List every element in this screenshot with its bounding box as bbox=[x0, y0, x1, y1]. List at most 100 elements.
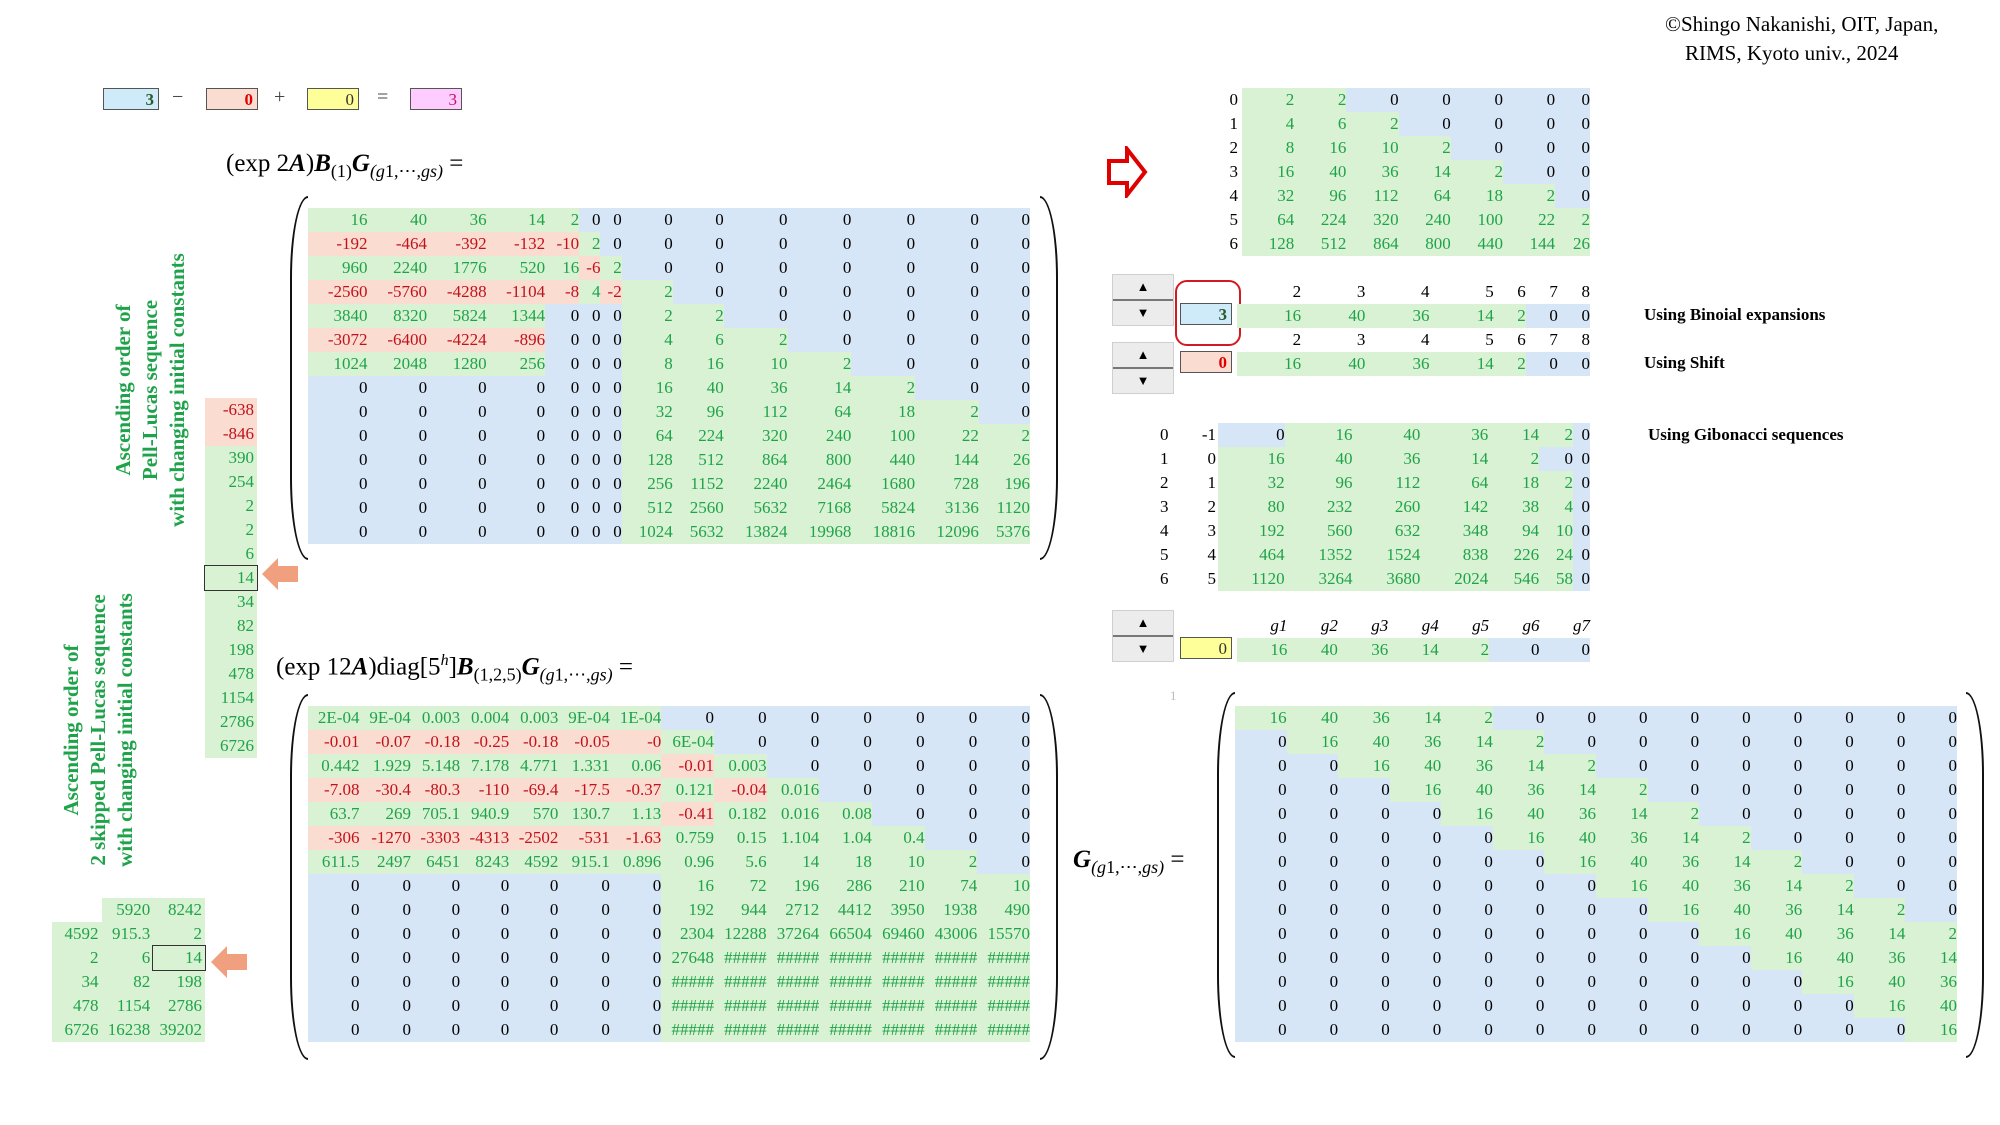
matrix-cell: 69460 bbox=[871, 922, 925, 946]
input-b-value: 0 bbox=[244, 90, 254, 109]
matrix-cell: 0 bbox=[1235, 898, 1287, 922]
matrix-cell: 0.182 bbox=[713, 802, 767, 826]
shift-input[interactable]: 0 bbox=[1180, 351, 1232, 373]
matrix-cell: 0 bbox=[915, 256, 979, 280]
column-header: 7 bbox=[1549, 282, 1558, 301]
column-header: g5 bbox=[1472, 616, 1490, 635]
matrix-cell: 0 bbox=[672, 208, 724, 232]
matrix-cell: 0 bbox=[367, 472, 428, 496]
matrix-cell: 0 bbox=[871, 706, 925, 730]
matrix-cell: ##### bbox=[871, 946, 925, 970]
matrix-cell: ##### bbox=[871, 970, 925, 994]
matrix-cell: -1104 bbox=[486, 280, 546, 304]
matrix-cell: 0 bbox=[621, 256, 673, 280]
matrix-cell: 728 bbox=[915, 472, 979, 496]
matrix-cell: ##### bbox=[924, 994, 978, 1018]
matrix-cell: 0 bbox=[1802, 1018, 1854, 1042]
table-cell: 0 bbox=[1573, 543, 1590, 567]
shift-spinner[interactable]: ▲ ▼ bbox=[1112, 342, 1174, 394]
matrix-cell: 14 bbox=[1647, 826, 1700, 850]
spinner-up-button[interactable]: ▲ bbox=[1113, 343, 1173, 367]
matrix-cell: 0 bbox=[1853, 850, 1906, 874]
matrix-cell: ##### bbox=[871, 994, 925, 1018]
matrix-cell: 2240 bbox=[367, 256, 428, 280]
matrix-cell: 0 bbox=[787, 256, 852, 280]
matrix-cell: 66504 bbox=[819, 922, 872, 946]
matrix-cell: 4592 bbox=[509, 850, 559, 874]
matrix-cell: 0 bbox=[359, 970, 411, 994]
binomial-input[interactable]: 3 bbox=[1180, 303, 1232, 325]
matrix-cell: 0 bbox=[1286, 946, 1339, 970]
table-cell: 2 bbox=[1539, 471, 1573, 495]
matrix-cell: 0 bbox=[1338, 778, 1390, 802]
table-cell: 6 bbox=[1294, 112, 1347, 136]
matrix-cell: 196 bbox=[978, 472, 1030, 496]
binomial-spinner[interactable]: ▲ ▼ bbox=[1112, 274, 1174, 326]
spinner-down-button[interactable]: ▼ bbox=[1113, 635, 1173, 661]
matrix-cell: 0 bbox=[1647, 946, 1700, 970]
matrix-cell: 0 bbox=[1235, 826, 1287, 850]
matrix-cell: -30.4 bbox=[359, 778, 411, 802]
triangle-down-icon: ▼ bbox=[1136, 373, 1150, 388]
matrix-cell: 0 bbox=[1647, 970, 1700, 994]
value-cell: 14 bbox=[1388, 638, 1439, 662]
table-cell: 0 bbox=[1573, 423, 1590, 447]
g-spinner[interactable]: ▲ ▼ bbox=[1112, 610, 1174, 662]
matrix-cell: 0 bbox=[1544, 706, 1596, 730]
matrix-cell: 5632 bbox=[723, 496, 788, 520]
matrix-cell: 2 bbox=[621, 304, 673, 328]
matrix-cell: 0 bbox=[1286, 994, 1339, 1018]
label-pell-lucas-line-3: with changing initial constants bbox=[165, 253, 189, 527]
matrix-cell: 0 bbox=[672, 232, 724, 256]
matrix-cell: 0 bbox=[1286, 826, 1339, 850]
matrix-cell: 0 bbox=[1647, 754, 1700, 778]
matrix-cell: 36 bbox=[723, 376, 788, 400]
matrix-cell: 0 bbox=[924, 706, 978, 730]
table-cell: 58 bbox=[1539, 567, 1573, 591]
matrix-cell: 2 bbox=[1699, 826, 1751, 850]
spinner-up-button[interactable]: ▲ bbox=[1113, 275, 1173, 299]
g-input[interactable]: 0 bbox=[1180, 637, 1232, 659]
matrix-cell: 0 bbox=[851, 280, 916, 304]
table-cell: 14 bbox=[1488, 423, 1540, 447]
matrix-cell: 0 bbox=[1699, 970, 1751, 994]
matrix-cell: -80.3 bbox=[410, 778, 461, 802]
matrix-cell: 0 bbox=[978, 400, 1030, 424]
spinner-down-button[interactable]: ▼ bbox=[1113, 367, 1173, 393]
table-cell: 112 bbox=[1346, 184, 1399, 208]
input-c[interactable]: 0 bbox=[307, 88, 359, 110]
table-cell: 2 bbox=[1294, 88, 1347, 112]
matrix-cell: 0 bbox=[1338, 1018, 1390, 1042]
table-cell: 128 bbox=[1242, 232, 1295, 256]
matrix-cell: 0 bbox=[1389, 850, 1442, 874]
matrix-cell: 0 bbox=[558, 874, 610, 898]
matrix-cell: 2497 bbox=[359, 850, 411, 874]
matrix-cell: 2464 bbox=[787, 472, 852, 496]
sequence-cell: 254 bbox=[205, 470, 257, 494]
matrix-cell: 0.003 bbox=[713, 754, 767, 778]
spinner-up-button[interactable]: ▲ bbox=[1113, 611, 1173, 635]
matrix-cell: 2712 bbox=[766, 898, 820, 922]
spinner-down-button[interactable]: ▼ bbox=[1113, 299, 1173, 325]
label-pell-lucas: Ascending order of Pell-Lucas sequence w… bbox=[110, 225, 191, 555]
matrix-cell: 0 bbox=[600, 304, 622, 328]
table-cell: 142 bbox=[1420, 495, 1489, 519]
matrix-cell: 196 bbox=[766, 874, 820, 898]
matrix-cell: 16 bbox=[672, 352, 724, 376]
input-a[interactable]: 3 bbox=[103, 88, 159, 110]
matrix-cell: ##### bbox=[661, 1018, 714, 1042]
matrix-cell: 64 bbox=[621, 424, 673, 448]
label-skipped-line-2: 2 skipped Pell-Lucas sequence bbox=[86, 594, 110, 866]
input-b[interactable]: 0 bbox=[206, 88, 258, 110]
matrix-cell: 0 bbox=[308, 448, 368, 472]
